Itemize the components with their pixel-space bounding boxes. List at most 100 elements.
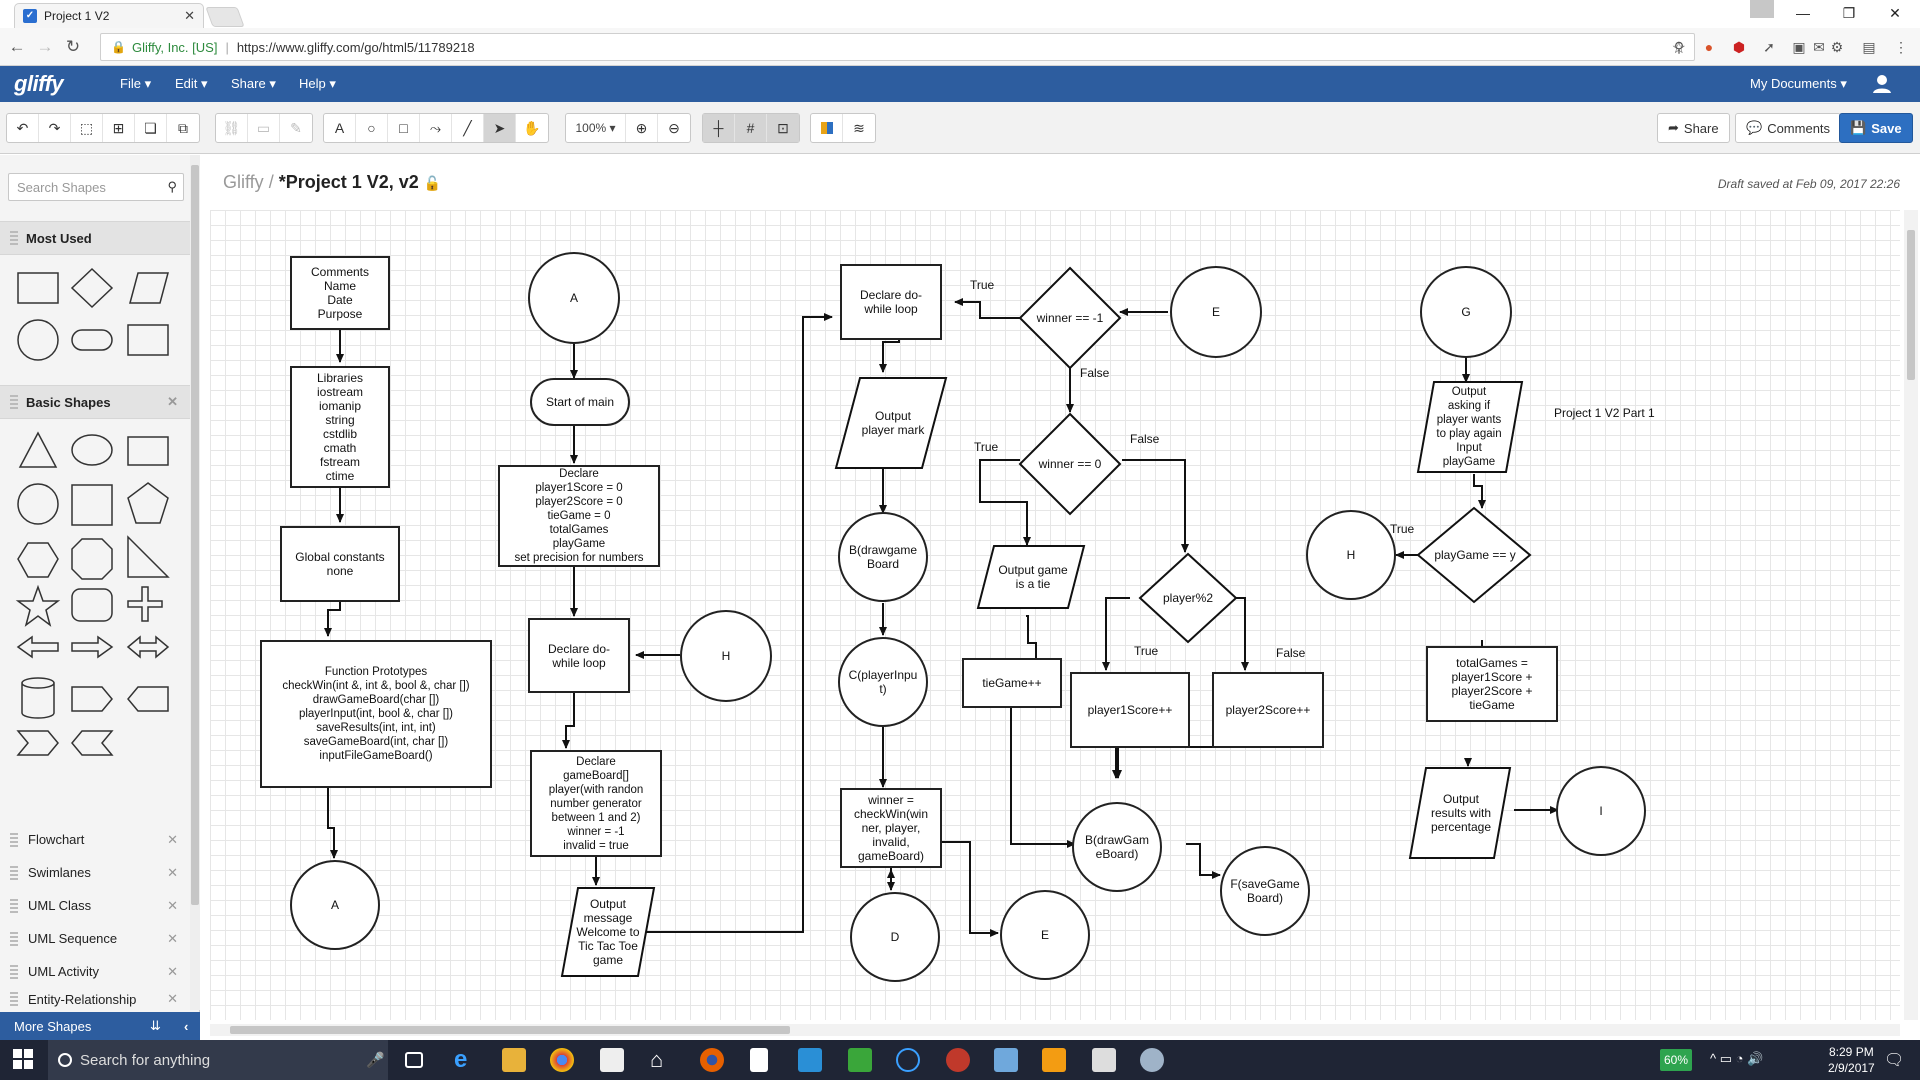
layers-icon[interactable]: ≋ <box>853 119 865 136</box>
connector-h1[interactable]: H <box>680 610 772 702</box>
document-icon[interactable] <box>750 1048 768 1072</box>
chart-app-icon[interactable] <box>848 1048 872 1072</box>
search-icon[interactable]: ⚲ <box>167 179 177 194</box>
connector-g[interactable]: G <box>1420 266 1512 358</box>
share-button[interactable]: ➦Share <box>1657 113 1730 143</box>
node-declare-board[interactable]: Declare gameBoard[] player(with randon n… <box>530 750 662 857</box>
close-icon[interactable]: ✕ <box>167 831 178 847</box>
line-tool-icon[interactable]: ╱ <box>452 114 484 142</box>
node-declare-while2[interactable]: Declare do- while loop <box>840 264 942 340</box>
node-winner-check[interactable]: winner = checkWin(win ner, player, inval… <box>840 788 942 868</box>
zoom-out-icon[interactable]: ⊖ <box>668 119 680 136</box>
node-prototypes[interactable]: Function Prototypes checkWin(int &, int … <box>260 640 492 788</box>
drag-grip-icon[interactable] <box>10 992 18 1006</box>
node-f-save[interactable]: F(saveGame Board) <box>1220 846 1310 936</box>
connector-e1[interactable]: E <box>1000 890 1090 980</box>
undo-icon[interactable]: ↶ <box>7 114 39 142</box>
node-declare-while1[interactable]: Declare do- while loop <box>528 618 630 693</box>
library-swimlanes[interactable]: Swimlanes✕ <box>0 856 190 889</box>
node-c-input[interactable]: C(playerInpu t) <box>838 637 928 727</box>
node-p2-inc[interactable]: player2Score++ <box>1212 672 1324 748</box>
node-total-games[interactable]: totalGames = player1Score + player2Score… <box>1426 646 1558 722</box>
node-libraries[interactable]: Libraries iostream iomanip string cstdli… <box>290 366 390 488</box>
extension-arrow-icon[interactable]: ➚ <box>1763 39 1775 55</box>
orange-app-icon[interactable] <box>1042 1048 1066 1072</box>
close-icon[interactable]: ✕ <box>167 864 178 880</box>
pointer-tool-icon[interactable]: ➤ <box>484 114 516 142</box>
drag-grip-icon[interactable] <box>10 931 18 946</box>
drag-grip-icon[interactable] <box>10 832 18 847</box>
connector-i[interactable]: I <box>1556 766 1646 856</box>
library-entity-relationship[interactable]: Entity-Relationship✕ <box>0 988 190 1010</box>
connector-e2[interactable]: E <box>1170 266 1262 358</box>
extension-mail-icon[interactable]: ✉ <box>1813 39 1825 55</box>
clock[interactable]: 8:29 PM 2/9/2017 <box>1828 1044 1875 1076</box>
canvas-horizontal-scrollbar[interactable] <box>210 1024 1900 1036</box>
basic-shapes-grid[interactable] <box>10 425 180 765</box>
cube-app-icon[interactable] <box>994 1048 1018 1072</box>
reload-icon[interactable]: ↻ <box>65 37 81 56</box>
library-uml-class[interactable]: UML Class✕ <box>0 889 190 922</box>
library-uml-activity[interactable]: UML Activity✕ <box>0 955 190 988</box>
computer-icon[interactable] <box>798 1048 822 1072</box>
node-p1-inc[interactable]: player1Score++ <box>1070 672 1190 748</box>
microphone-icon[interactable]: 🎤 <box>366 1052 385 1069</box>
back-icon[interactable]: ← <box>8 37 26 56</box>
extension-icon[interactable]: ● <box>1704 39 1714 55</box>
redo-icon[interactable]: ↷ <box>39 114 71 142</box>
forward-icon[interactable]: → <box>36 37 54 56</box>
store-icon[interactable] <box>600 1048 624 1072</box>
grid-icon[interactable]: # <box>735 114 767 142</box>
node-tie-inc[interactable]: tieGame++ <box>962 658 1062 708</box>
zoom-in-icon[interactable]: ⊕ <box>626 114 658 142</box>
collapse-icon[interactable]: ⇊ <box>150 1018 161 1033</box>
theme-icon[interactable] <box>811 114 843 142</box>
chrome-icon[interactable] <box>550 1048 574 1072</box>
minimize-icon[interactable]: — <box>1796 5 1810 21</box>
red-app-icon[interactable] <box>946 1048 970 1072</box>
library-uml-sequence[interactable]: UML Sequence✕ <box>0 922 190 955</box>
select-all-icon[interactable]: ⊞ <box>103 114 135 142</box>
taskbar-search-input[interactable]: Search for anything 🎤 <box>48 1040 388 1080</box>
basic-shapes-header[interactable]: Basic Shapes ✕ <box>0 385 190 419</box>
breadcrumb-root[interactable]: Gliffy <box>223 172 264 192</box>
address-bar[interactable]: 🔒 Gliffy, Inc. [US] | https://www.gliffy… <box>100 33 1695 61</box>
search-shapes-input[interactable]: Search Shapes ⚲ <box>8 173 184 201</box>
panel-scroll-thumb[interactable] <box>191 165 199 905</box>
most-used-header[interactable]: Most Used <box>0 221 190 255</box>
drag-grip-icon[interactable] <box>10 898 18 913</box>
connector-d[interactable]: D <box>850 892 940 982</box>
library-flowchart[interactable]: Flowchart✕ <box>0 823 190 856</box>
document-title[interactable]: *Project 1 V2, v2 <box>278 172 419 192</box>
menu-edit[interactable]: Edit ▾ <box>175 76 208 91</box>
drag-grip-icon[interactable] <box>10 964 18 979</box>
firefox-icon[interactable] <box>700 1048 724 1072</box>
file-explorer-icon[interactable] <box>502 1048 526 1072</box>
connector-tool-icon[interactable]: ⤳ <box>420 114 452 142</box>
close-icon[interactable]: ✕ <box>184 8 195 23</box>
new-tab-button[interactable] <box>205 7 245 27</box>
save-button[interactable]: 💾Save <box>1839 113 1913 143</box>
settings-gear-icon[interactable]: ⚙ <box>1830 39 1844 55</box>
extension-user-icon[interactable]: ▤ <box>1862 39 1876 55</box>
notifications-icon[interactable]: 🗨 <box>1884 1052 1905 1069</box>
extension-box-icon[interactable]: ▣ <box>1792 39 1806 55</box>
window-close-icon[interactable]: ✕ <box>1889 4 1901 21</box>
node-b-draw2[interactable]: B(drawGam eBoard) <box>1072 802 1162 892</box>
battery-indicator[interactable]: 60% <box>1660 1049 1693 1071</box>
panel-scrollbar[interactable] <box>190 155 200 1010</box>
snap-icon[interactable]: ⊡ <box>767 114 799 142</box>
link-icon[interactable]: ⛓ <box>216 114 248 142</box>
diagram-title-note[interactable]: Project 1 V2 Part 1 <box>1554 406 1655 420</box>
zoom-select[interactable]: 100% ▾ <box>566 114 626 142</box>
close-icon[interactable]: ✕ <box>167 930 178 946</box>
canvas-vertical-scrollbar[interactable] <box>1904 210 1918 1020</box>
settings-app-icon[interactable] <box>1140 1048 1164 1072</box>
drag-grip-icon[interactable] <box>10 395 18 409</box>
maximize-icon[interactable]: ❐ <box>1842 4 1856 21</box>
user-avatar-icon[interactable] <box>1872 73 1892 93</box>
menu-file[interactable]: File ▾ <box>120 76 152 91</box>
menu-share[interactable]: Share ▾ <box>231 76 276 91</box>
scroll-thumb[interactable] <box>230 1026 790 1034</box>
close-icon[interactable]: ✕ <box>167 963 178 979</box>
